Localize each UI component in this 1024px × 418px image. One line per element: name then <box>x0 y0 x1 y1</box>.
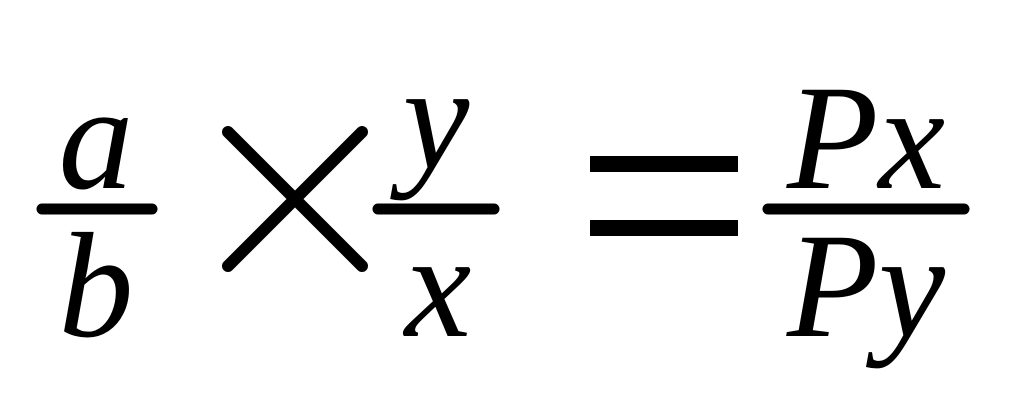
numerator-a: a <box>59 55 134 221</box>
numerator-y: y <box>390 35 470 201</box>
numerator-px: Px <box>786 55 945 221</box>
times-stroke-2 <box>222 126 368 272</box>
fraction-px-over-py: Px Py <box>762 55 970 369</box>
fraction-y-over-x: y x <box>372 35 500 369</box>
times-operator: × <box>222 126 368 272</box>
denominator-x: x <box>403 203 472 369</box>
equals-bar-top <box>590 156 738 172</box>
denominator-b: b <box>59 203 134 369</box>
fraction-a-over-b: a b <box>36 55 158 369</box>
equals-operator: = <box>590 156 738 236</box>
denominator-py: Py <box>786 203 946 369</box>
equals-bar-bottom <box>590 220 738 236</box>
